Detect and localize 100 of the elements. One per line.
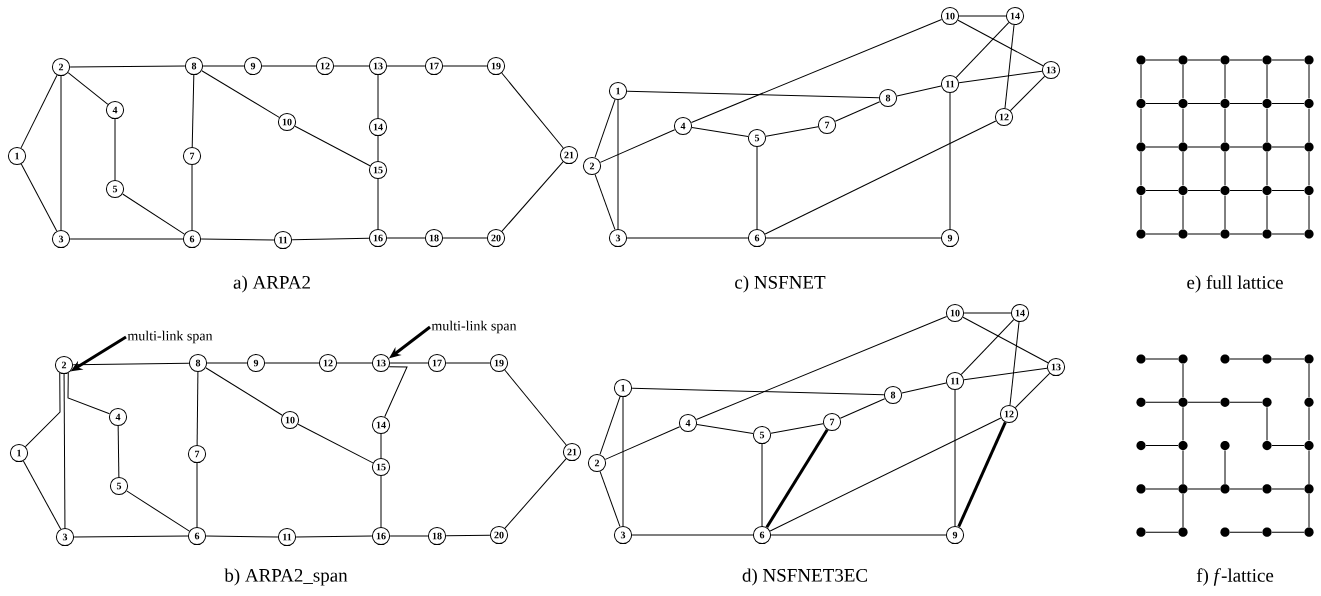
callout-text: multi-link span xyxy=(127,330,213,344)
link-line xyxy=(1182,195,1184,230)
link-line xyxy=(1229,103,1263,104)
link-line xyxy=(955,22,1010,78)
link-line xyxy=(117,425,120,478)
link-line xyxy=(599,129,676,163)
link-line xyxy=(1271,103,1305,104)
link-line xyxy=(22,460,62,530)
link-line xyxy=(901,382,947,394)
link-line xyxy=(1187,59,1221,61)
link-line xyxy=(1271,488,1305,490)
link-line xyxy=(1187,401,1221,403)
link-line xyxy=(761,443,763,527)
link-line xyxy=(594,99,616,158)
link-line xyxy=(1224,64,1226,99)
link-line xyxy=(501,161,564,232)
link-line xyxy=(504,458,567,529)
link-line xyxy=(1229,488,1263,490)
link-line xyxy=(958,70,1043,84)
link-line xyxy=(191,74,195,148)
link-line xyxy=(834,101,881,122)
link-line xyxy=(594,174,616,230)
link-line xyxy=(1271,190,1305,191)
link-line xyxy=(386,237,426,239)
panel-caption: e) full lattice xyxy=(1187,275,1283,293)
link-line xyxy=(1145,401,1179,403)
link-line xyxy=(770,423,824,434)
link-line xyxy=(69,238,184,240)
link-line xyxy=(957,421,1007,528)
link-line xyxy=(1266,406,1268,442)
link-line xyxy=(1308,493,1310,528)
link-line xyxy=(1224,195,1226,230)
link-line xyxy=(957,19,1044,67)
link-line xyxy=(765,237,942,239)
link-line xyxy=(1182,108,1184,143)
link-line xyxy=(196,462,198,528)
link-line xyxy=(389,535,429,537)
link-line xyxy=(191,164,193,231)
link-line xyxy=(896,85,942,97)
link-line xyxy=(1224,151,1226,186)
link-line xyxy=(1145,103,1179,104)
link-line xyxy=(442,237,488,239)
link-line xyxy=(958,15,1007,17)
link-line xyxy=(1271,59,1305,61)
link-line xyxy=(764,120,997,235)
link-line xyxy=(442,65,488,67)
link-line xyxy=(1224,108,1226,143)
link-line xyxy=(1145,531,1179,533)
link-line xyxy=(1187,103,1221,104)
link-line xyxy=(1182,450,1184,485)
link-line xyxy=(202,65,245,67)
link-line xyxy=(122,193,185,235)
link-line xyxy=(1182,406,1184,442)
link-line xyxy=(631,387,885,396)
link-line xyxy=(1308,64,1310,99)
link-line xyxy=(201,70,280,118)
link-line xyxy=(696,423,754,435)
link-line xyxy=(295,535,373,538)
link-line xyxy=(1187,190,1221,191)
link-line xyxy=(445,534,491,537)
link-line xyxy=(1182,151,1184,186)
link-line xyxy=(377,135,379,162)
link-line xyxy=(626,90,880,99)
link-line xyxy=(377,178,379,230)
link-line xyxy=(1229,59,1263,61)
link-line xyxy=(1145,488,1179,490)
link-line xyxy=(445,362,491,364)
link-line xyxy=(1308,363,1310,398)
link-line xyxy=(765,428,829,529)
link-line xyxy=(205,535,279,538)
link-line xyxy=(770,534,947,536)
link-line xyxy=(1187,146,1221,148)
link-line xyxy=(839,398,886,419)
link-line xyxy=(333,65,370,67)
link-line xyxy=(24,372,61,448)
link-line xyxy=(73,535,189,538)
link-line xyxy=(63,373,66,529)
link-line xyxy=(1187,233,1221,235)
link-line xyxy=(380,433,382,459)
panel-caption: a) ARPA2 xyxy=(233,275,310,293)
link-line xyxy=(1145,445,1179,447)
link-line xyxy=(386,65,426,67)
link-line xyxy=(1004,24,1015,109)
link-line xyxy=(291,237,370,241)
link-line xyxy=(1229,401,1263,403)
link-line xyxy=(1009,75,1046,112)
link-line xyxy=(1229,358,1263,360)
panel-caption: d) NSFNET3EC xyxy=(742,568,868,586)
link-line xyxy=(949,92,951,230)
link-line xyxy=(963,312,1012,314)
link-line xyxy=(1140,151,1142,186)
link-line xyxy=(1182,64,1184,99)
link-line xyxy=(1187,488,1221,490)
link-line xyxy=(1271,445,1305,447)
link-line xyxy=(377,74,379,119)
link-line xyxy=(264,362,320,364)
link-line xyxy=(960,319,1015,375)
link-line xyxy=(1145,59,1179,61)
link-line xyxy=(690,18,943,124)
link-line xyxy=(504,369,567,446)
